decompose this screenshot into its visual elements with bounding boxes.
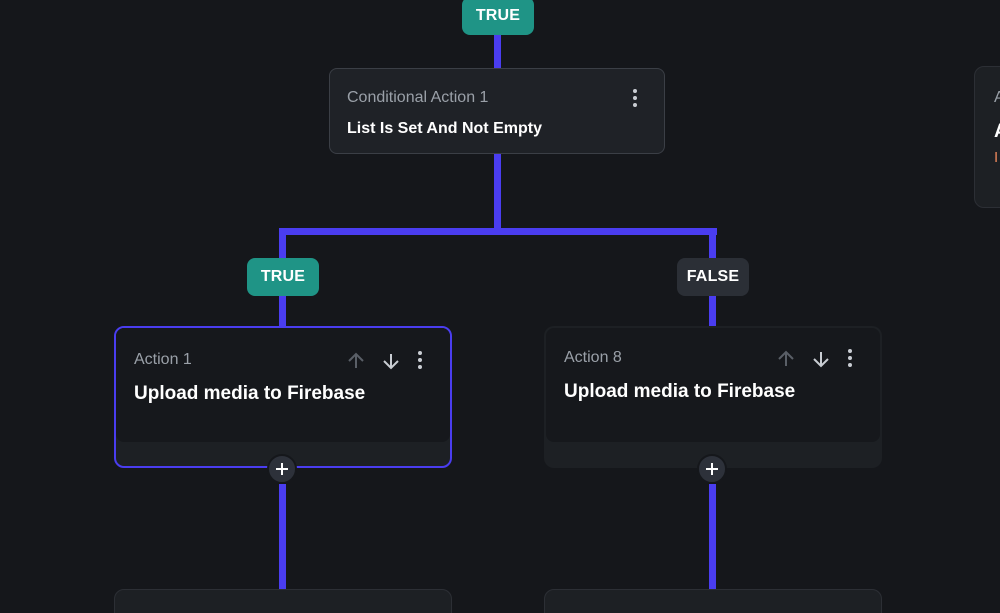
branch-true-pill[interactable]: TRUE <box>247 258 319 296</box>
plus-icon <box>276 463 288 475</box>
arrow-down-icon[interactable] <box>810 348 832 370</box>
branch-true-top-pill[interactable]: TRUE <box>462 0 534 35</box>
next-action-card-false-branch[interactable] <box>544 589 882 613</box>
branch-false-pill[interactable]: FALSE <box>677 258 749 296</box>
action-title: Upload media to Firebase <box>564 381 796 402</box>
conditional-action-subtitle: Conditional Action 1 <box>347 89 489 106</box>
more-vertical-icon[interactable] <box>417 351 423 371</box>
action-card-false-branch[interactable]: Action 8 Upload media to Firebase <box>544 326 882 468</box>
next-action-card-true-branch[interactable] <box>114 589 452 613</box>
action-subtitle: Action 8 <box>564 349 622 366</box>
more-vertical-icon[interactable] <box>847 349 853 369</box>
action-card-body[interactable]: Action 1 Upload media to Firebase <box>116 328 450 442</box>
add-action-button-true[interactable] <box>267 454 297 484</box>
arrow-up-icon[interactable] <box>775 348 797 370</box>
action-subtitle: Action 1 <box>134 351 192 368</box>
action-card-body[interactable]: Action 8 Upload media to Firebase <box>546 328 880 442</box>
add-action-button-false[interactable] <box>697 454 727 484</box>
action-card-true-branch[interactable]: Action 1 Upload media to Firebase <box>114 326 452 468</box>
arrow-up-icon[interactable] <box>345 350 367 372</box>
conditional-action-card[interactable]: Conditional Action 1 List Is Set And Not… <box>329 68 665 154</box>
connector-right-bottom <box>709 484 716 594</box>
connector-left-bottom <box>279 484 286 594</box>
conditional-action-title: List Is Set And Not Empty <box>347 120 542 137</box>
side-card-title: A <box>994 121 1000 143</box>
side-card-subtitle: A <box>994 89 1000 106</box>
more-vertical-icon[interactable] <box>632 89 638 109</box>
side-action-card[interactable]: A A I <box>974 66 1000 208</box>
connector-cond-down <box>494 154 501 234</box>
connector-horizontal <box>279 228 717 235</box>
arrow-down-icon[interactable] <box>380 350 402 372</box>
plus-icon <box>706 463 718 475</box>
side-card-warning: I <box>994 149 999 166</box>
action-title: Upload media to Firebase <box>134 383 366 404</box>
connector-top <box>494 30 501 70</box>
